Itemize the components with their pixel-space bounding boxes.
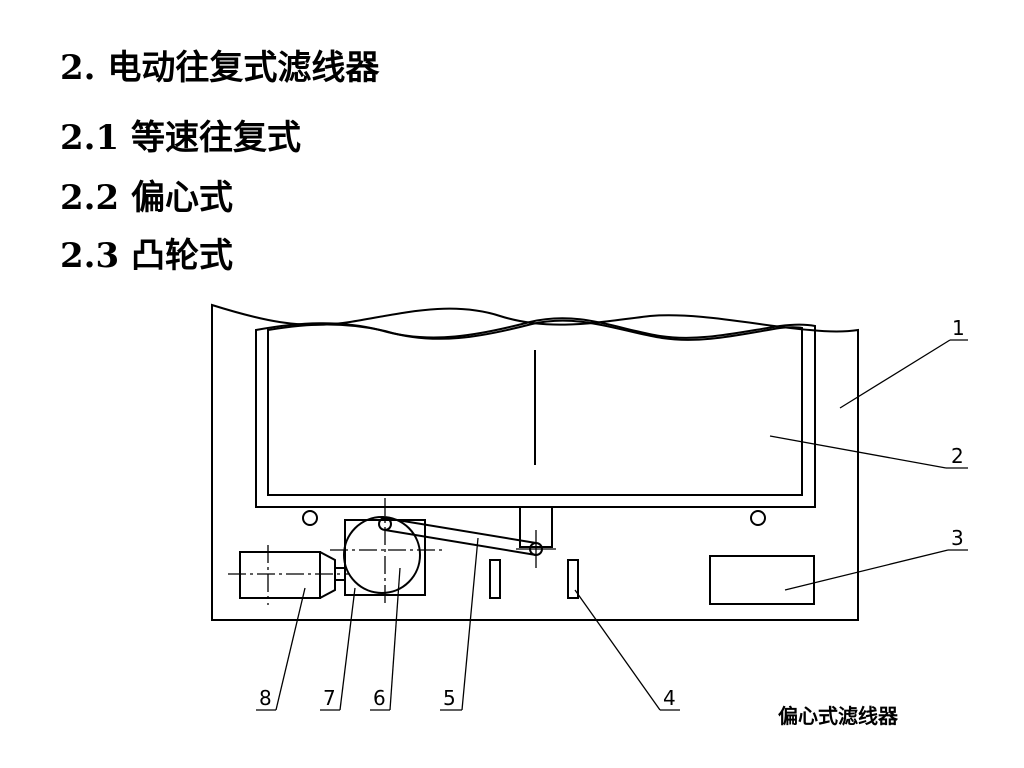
item-eccentric: 2.2 偏心式	[60, 178, 233, 218]
part-label-4: 4	[663, 686, 676, 710]
callout-7: 7	[320, 587, 356, 711]
part-label-3: 3	[951, 526, 964, 550]
control-box	[709, 555, 815, 605]
connecting-rod-top	[384, 517, 537, 544]
item-constant-speed: 2.1 等速往复式	[60, 118, 301, 158]
callout-3: 3	[784, 526, 968, 591]
diagram-caption: 偏心式滤线器	[778, 704, 898, 728]
motor-flange	[319, 551, 336, 599]
callout-8: 8	[256, 587, 306, 711]
slide-title: 2. 电动往复式滤线器	[60, 48, 380, 88]
motor-body	[239, 551, 321, 599]
part-label-8: 8	[259, 686, 272, 710]
part-label-6: 6	[373, 686, 386, 710]
eccentric-wheel	[343, 516, 421, 594]
callout-6: 6	[370, 567, 401, 711]
connecting-rod-bottom	[384, 529, 537, 556]
callout-4: 4	[574, 589, 680, 711]
right-roller	[750, 510, 766, 526]
part-label-5: 5	[443, 686, 456, 710]
grid-frame-inner	[267, 319, 803, 496]
part-label-1: 1	[952, 316, 965, 340]
part-label-2: 2	[951, 444, 964, 468]
callout-5: 5	[440, 537, 479, 711]
left-roller	[302, 510, 318, 526]
guide-block-left	[489, 559, 501, 599]
callout-2: 2	[769, 435, 968, 469]
part-label-7: 7	[323, 686, 336, 710]
callout-1: 1	[839, 316, 968, 409]
item-cam: 2.3 凸轮式	[60, 236, 233, 276]
guide-block-right	[567, 559, 579, 599]
